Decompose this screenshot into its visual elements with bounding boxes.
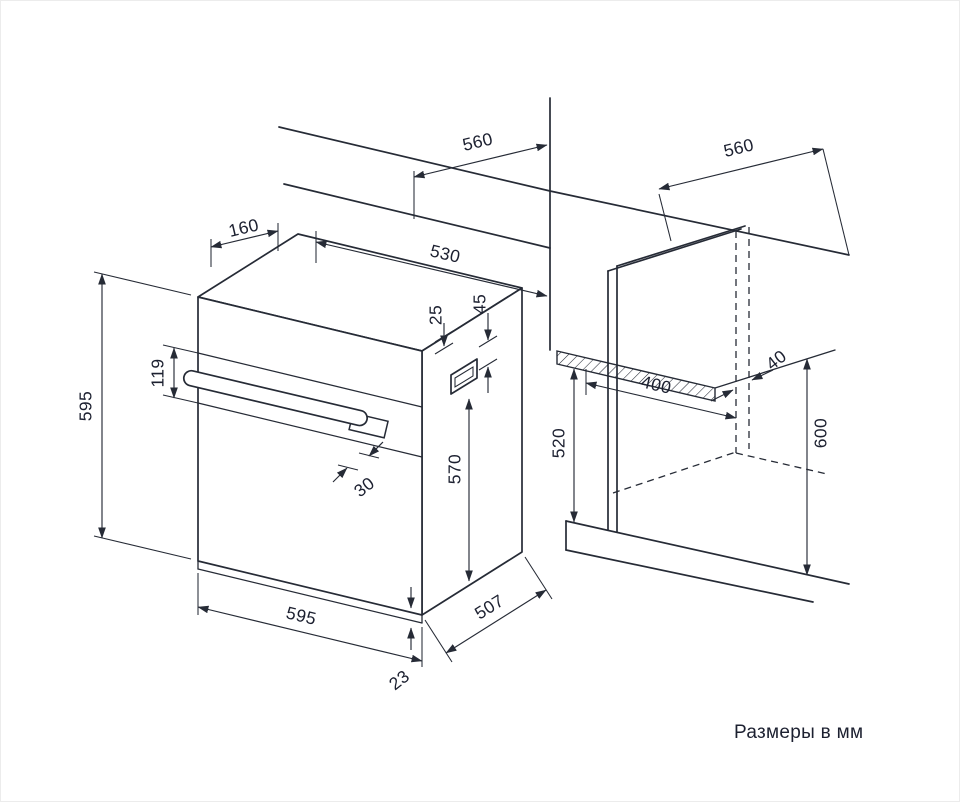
niche-hidden-floor-right-edge xyxy=(735,452,828,475)
dim-panel-height: 119 xyxy=(148,344,199,404)
base-front-top-edge xyxy=(565,520,850,585)
niche-top-edge-outer xyxy=(607,228,742,272)
dim-rear-gap: 40 xyxy=(710,346,790,402)
dim-niche-side-height: 600 xyxy=(803,358,831,576)
reference-tick xyxy=(337,464,359,471)
dim-label-top-clearance: 160 xyxy=(227,214,261,241)
cabinet-niche xyxy=(556,225,850,603)
arrow-line xyxy=(751,369,774,381)
dim-oven-width: 595 xyxy=(197,573,423,667)
dim-label-front-gap: 45 xyxy=(470,294,490,314)
control-panel-bottom-line xyxy=(197,402,423,458)
dim-top-gap: 25 xyxy=(426,305,454,355)
wall-top-edge-right xyxy=(549,190,850,256)
counter-section-hatch xyxy=(556,350,716,402)
dim-label-top-gap: 25 xyxy=(426,305,446,325)
reference-tick xyxy=(478,335,498,348)
dimension-line xyxy=(413,143,548,179)
dim-counter-depth-left: 560 xyxy=(413,128,548,219)
dim-front-gap: 45 xyxy=(470,294,498,393)
arrow-line xyxy=(332,467,348,483)
dim-label-body-height: 570 xyxy=(445,454,465,484)
extension-line xyxy=(822,148,850,256)
extension-line xyxy=(424,619,453,663)
dim-label-niche-front-height: 520 xyxy=(549,428,569,458)
dimension-line xyxy=(197,605,423,663)
arrow-line xyxy=(710,389,734,402)
oven xyxy=(182,233,523,624)
dim-label-rear-gap: 40 xyxy=(762,346,790,374)
extension-line xyxy=(524,556,553,600)
dimensions: 560 560 530 160 25 xyxy=(76,128,850,694)
side-vent-inner xyxy=(454,366,474,388)
control-panel-top-line xyxy=(197,352,423,408)
reference-tick xyxy=(434,342,454,355)
dimension-line xyxy=(315,240,548,298)
extension-line xyxy=(93,271,192,296)
dim-label-panel-height: 119 xyxy=(148,358,168,387)
dim-label-door-overhang: 23 xyxy=(385,666,413,694)
oven-front-face xyxy=(197,296,423,616)
dim-label-oven-width: 595 xyxy=(284,602,318,629)
dim-label-niche-floor-depth: 400 xyxy=(639,371,673,397)
dim-body-depth: 507 xyxy=(424,556,553,663)
units-note: Размеры в мм xyxy=(734,722,863,743)
dim-body-height: 570 xyxy=(445,398,473,582)
dimension-line xyxy=(210,229,279,249)
dim-counter-depth-right: 560 xyxy=(658,134,850,256)
dimension-line xyxy=(658,147,824,191)
extension-line xyxy=(658,193,672,242)
dimension-line xyxy=(585,381,737,420)
niche-top-edge-inner xyxy=(616,225,746,267)
extension-line xyxy=(162,394,199,404)
dim-label-oven-height: 595 xyxy=(76,391,96,421)
dim-label-counter-depth-right: 560 xyxy=(722,134,756,161)
counter-front-edge-left xyxy=(283,183,551,249)
dim-label-niche-top-width: 530 xyxy=(428,240,462,266)
dim-label-niche-side-height: 600 xyxy=(811,418,831,448)
dimension-line xyxy=(445,589,547,654)
reference-tick xyxy=(478,358,498,371)
niche-hidden-floor-edge xyxy=(612,451,737,494)
extension-line xyxy=(162,344,199,354)
extension-line xyxy=(93,535,192,560)
door-handle xyxy=(182,369,369,427)
dim-label-counter-depth-left: 560 xyxy=(461,128,495,155)
dim-oven-height: 595 xyxy=(76,271,192,560)
dim-label-body-depth: 507 xyxy=(471,590,507,623)
arrow-line xyxy=(368,441,384,457)
base-front-bottom-edge xyxy=(565,549,814,603)
dim-niche-front-height: 520 xyxy=(549,368,578,523)
